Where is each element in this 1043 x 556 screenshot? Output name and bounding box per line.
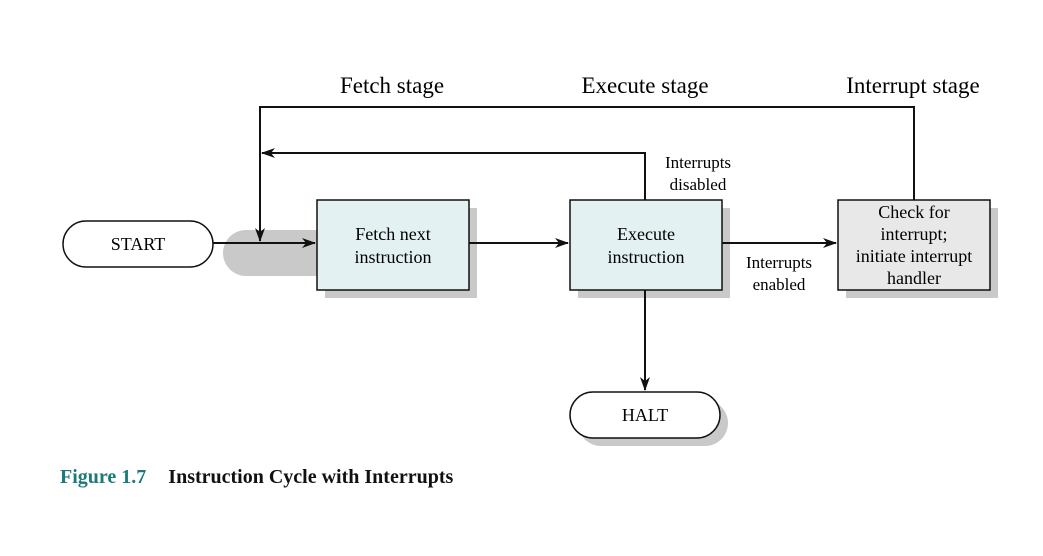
halt-label: HALT — [622, 405, 668, 425]
interrupts-enabled-line-2: enabled — [753, 275, 806, 294]
interrupts-disabled-line-2: disabled — [670, 175, 727, 194]
check-box-line-1: Check for — [878, 202, 949, 222]
fetch-box — [316, 199, 470, 291]
check-box-line-2: interrupt; — [881, 224, 948, 244]
fetch-stage-label: Fetch stage — [340, 73, 444, 98]
execute-box-line-2: instruction — [608, 247, 685, 267]
figure-title: Instruction Cycle with Interrupts — [168, 466, 454, 488]
execute-stage-label: Execute stage — [581, 73, 708, 98]
check-box-line-4: handler — [887, 268, 941, 288]
halt-terminal — [569, 391, 721, 439]
execute-box — [569, 199, 723, 291]
interrupts-enabled-line-1: Interrupts — [746, 253, 812, 272]
execute-box-line-1: Execute — [617, 224, 675, 244]
check-box-line-3: initiate interrupt — [856, 246, 972, 266]
interrupts-disabled-line-1: Interrupts — [665, 153, 731, 172]
figure-number: Figure 1.7 — [60, 466, 147, 488]
interrupt-return-loop-arrow — [255, 106, 915, 242]
check-interrupt-box — [837, 199, 991, 291]
interrupt-stage-label: Interrupt stage — [846, 73, 979, 98]
start-label: START — [111, 234, 165, 254]
fetch-box-line-2: instruction — [355, 247, 432, 267]
interrupts-disabled-loop-arrow — [261, 148, 646, 200]
fetch-box-line-1: Fetch next — [355, 224, 430, 244]
figure-caption: Figure 1.7 Instruction Cycle with Interru… — [60, 466, 453, 489]
